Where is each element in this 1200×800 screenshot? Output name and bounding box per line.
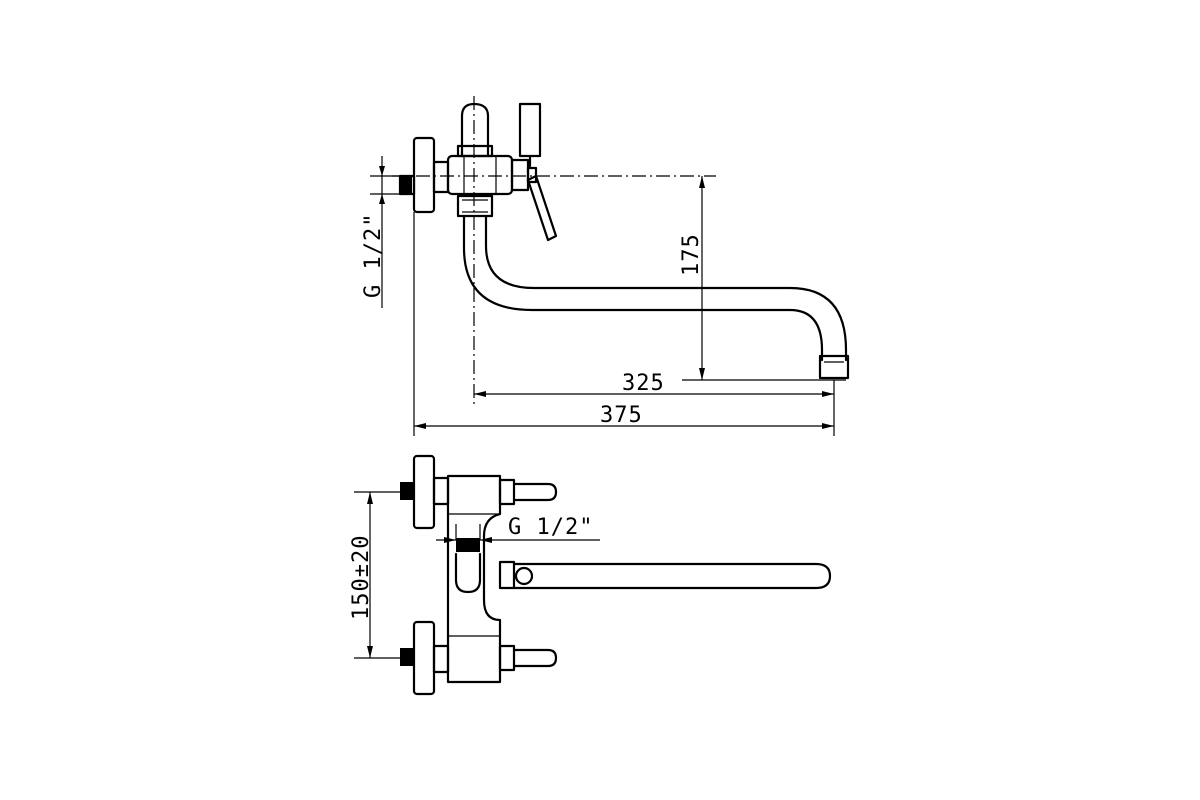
overall-length-label: 375 xyxy=(600,403,643,428)
spout-top xyxy=(498,560,832,590)
height-dimension: 175 xyxy=(679,176,846,381)
overall-length-dimension: 375 xyxy=(413,212,835,436)
centres-dimension: 150±20 xyxy=(349,491,400,659)
spout-reach-label: 325 xyxy=(622,371,665,396)
mixer-body xyxy=(446,102,538,196)
wall-pipe-end xyxy=(400,176,412,194)
lower-wall-connection xyxy=(400,620,450,696)
thread-dimension-side: G 1/2" xyxy=(361,156,400,308)
thread-dimension-top: G 1/2" xyxy=(436,515,600,543)
top-view: G 1/2" 150±20 xyxy=(349,454,832,696)
top-thread-label: G 1/2" xyxy=(508,515,593,540)
side-view: G 1/2" 175 325 375 xyxy=(361,96,850,436)
diverter-thread xyxy=(455,524,481,552)
centres-label: 150±20 xyxy=(349,535,374,620)
wall-flange xyxy=(398,136,450,214)
mixer-body-top xyxy=(446,474,558,684)
spout-reach-dimension: 325 xyxy=(474,371,835,402)
lever-handle xyxy=(518,102,558,242)
spout-pipe xyxy=(462,214,850,380)
height-label: 175 xyxy=(679,233,704,276)
spout-nut xyxy=(456,194,494,218)
centre-lines xyxy=(392,96,716,408)
side-thread-label: G 1/2" xyxy=(361,213,386,298)
upper-wall-connection xyxy=(400,454,450,530)
